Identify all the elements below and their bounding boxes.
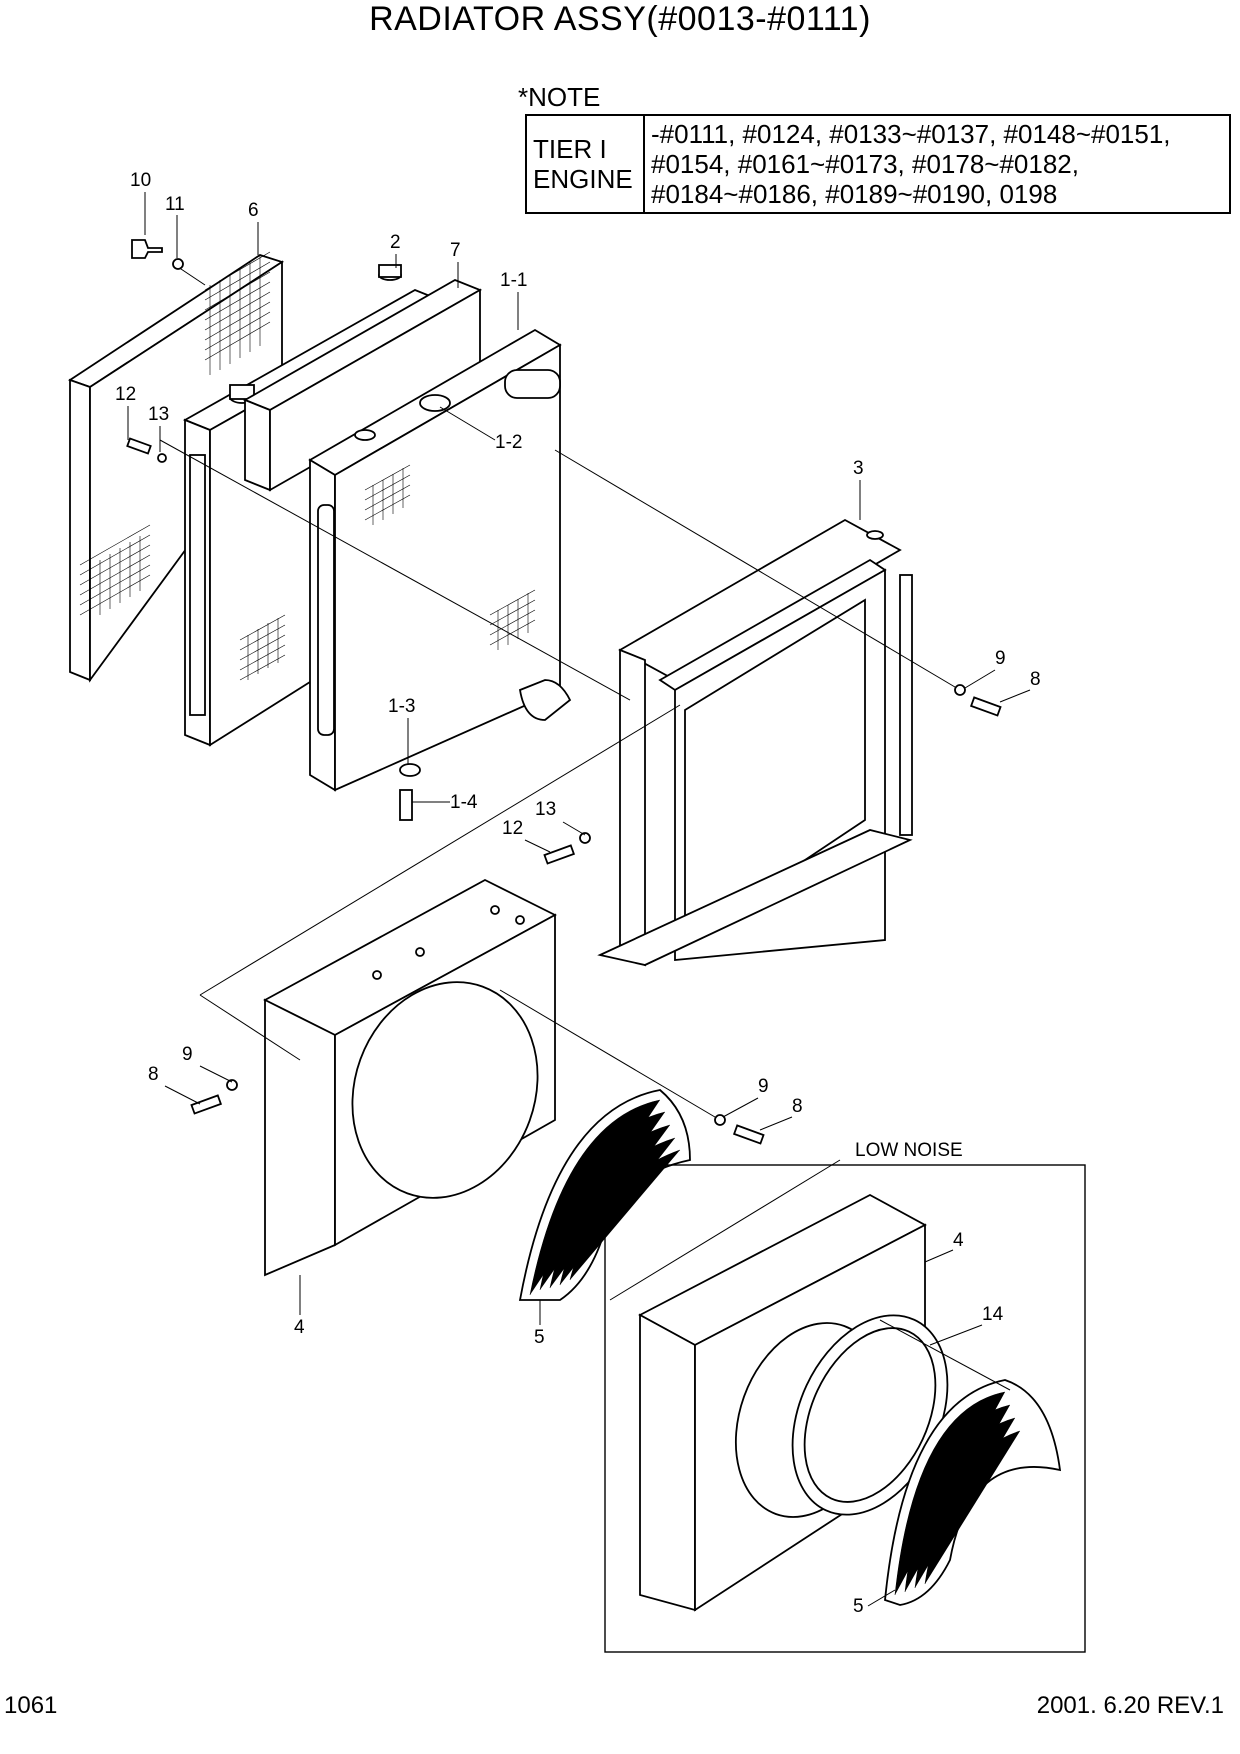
part-label: 5 — [534, 1327, 545, 1348]
note-value-line: #0184~#0186, #0189~#0190, 0198 — [651, 179, 1058, 209]
part-label: 1-3 — [388, 696, 415, 717]
part-label: 4 — [294, 1317, 305, 1338]
part-label: 14 — [982, 1304, 1004, 1325]
part-label: 12 — [502, 818, 523, 839]
part-label: 9 — [758, 1076, 769, 1097]
part-label: 11 — [165, 194, 185, 215]
part-label: 1-1 — [500, 270, 527, 291]
part-label: 1-4 — [450, 792, 478, 813]
part-label: 5 — [853, 1596, 864, 1617]
part-label: 6 — [248, 200, 259, 221]
fan-shroud — [263, 878, 557, 1277]
part-label: 3 — [853, 458, 864, 479]
part-label: 1-2 — [495, 432, 522, 453]
note-key-line1: TIER I — [533, 134, 607, 164]
note-key-line2: ENGINE — [533, 164, 633, 194]
note-key-cell: TIER I ENGINE — [525, 114, 645, 214]
part-label: 8 — [792, 1096, 803, 1117]
note-value-line: #0154, #0161~#0173, #0178~#0182, — [651, 149, 1079, 179]
part-label: 13 — [535, 799, 556, 820]
part-label: 8 — [1030, 669, 1041, 690]
inset-label: LOW NOISE — [855, 1140, 963, 1161]
fasteners — [126, 239, 1002, 1145]
note-value-cell: -#0111, #0124, #0133~#0137, #0148~#0151,… — [643, 114, 1231, 214]
note-label: *NOTE — [518, 82, 601, 112]
radiator-frame — [597, 518, 913, 967]
part-label: 9 — [995, 648, 1006, 669]
part-labels: 10 11 6 2 7 1-1 12 13 1-2 3 9 8 1-3 — [115, 170, 1041, 1617]
part-label: 13 — [148, 404, 169, 425]
part-label: 2 — [390, 232, 401, 253]
note-value-line: -#0111, #0124, #0133~#0137, #0148~#0151, — [651, 119, 1171, 149]
part-label: 4 — [953, 1230, 964, 1251]
note-table: TIER I ENGINE -#0111, #0124, #0133~#0137… — [525, 114, 1231, 214]
low-noise-inset — [604, 1164, 1086, 1653]
part-label: 10 — [130, 170, 151, 191]
page-title: RADIATOR ASSY(#0013-#0111) — [369, 0, 871, 38]
revision-date: 2001. 6.20 REV.1 — [1036, 1692, 1224, 1719]
reference-lines — [159, 264, 1011, 1391]
part-label: 7 — [450, 240, 461, 261]
part-label: 12 — [115, 384, 136, 405]
radiator-core — [308, 328, 572, 821]
page-number: 1061 — [4, 1692, 58, 1719]
seal-block — [242, 279, 483, 492]
part-label: 8 — [148, 1064, 159, 1085]
part-label: 9 — [182, 1044, 193, 1065]
fan-guard — [518, 1089, 691, 1301]
